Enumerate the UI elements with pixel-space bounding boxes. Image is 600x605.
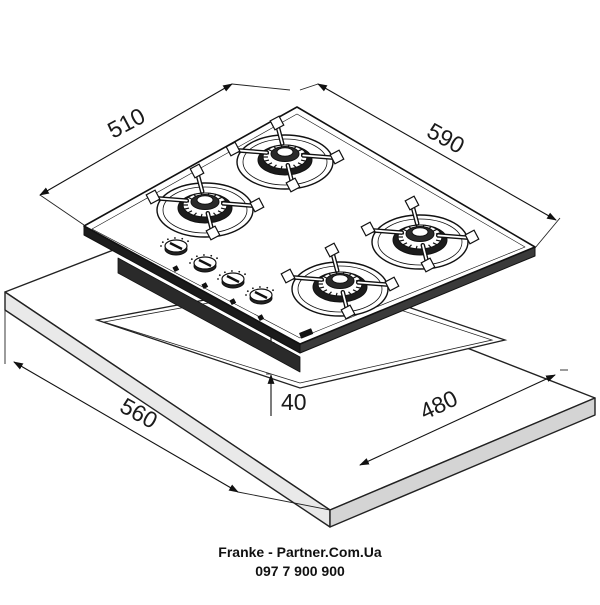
extension-lines (4, 83, 568, 511)
burner-front-left (360, 195, 480, 273)
control-knob-1[interactable] (160, 237, 189, 273)
control-knobs (160, 237, 274, 322)
burner-back-left (225, 115, 345, 193)
dimension-label-590: 590 (423, 117, 469, 158)
burner-front-right (280, 242, 400, 320)
dimension-line-560 (13, 361, 239, 493)
dimension-line-480 (359, 374, 556, 466)
burners (145, 115, 480, 320)
hob-underbody (117, 257, 301, 373)
control-knob-3[interactable] (217, 270, 246, 306)
footer-phone: 097 7 900 900 (255, 563, 345, 579)
control-knob-4[interactable] (245, 286, 274, 322)
dimension-label-40: 40 (281, 389, 307, 415)
footer-website: Franke - Partner.Com.Ua (218, 544, 382, 560)
brand-plate (299, 328, 314, 339)
burner-back-right (145, 163, 265, 241)
dimension-line-510 (39, 83, 233, 196)
control-knob-2[interactable] (189, 254, 218, 290)
dimension-label-510: 510 (103, 102, 149, 143)
dimension-line-590 (317, 83, 557, 221)
